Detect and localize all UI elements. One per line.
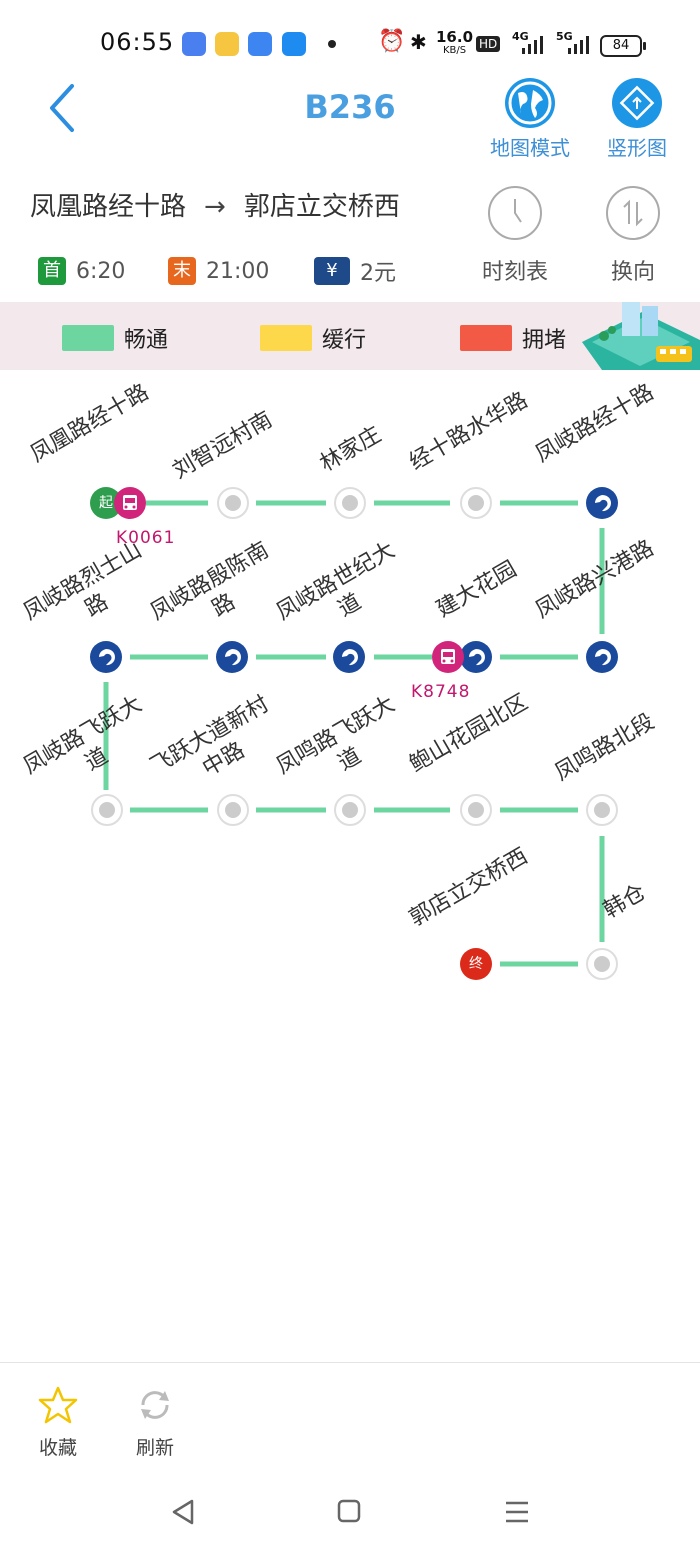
- nav-back-icon[interactable]: [170, 1498, 196, 1526]
- first-bus-time: 首 6:20: [38, 254, 125, 288]
- refresh-icon: [141, 1391, 169, 1419]
- star-icon: [38, 1386, 78, 1424]
- legend-smooth: 畅通: [62, 322, 168, 354]
- nav-home-icon[interactable]: [337, 1499, 361, 1523]
- battery-indicator: 84: [600, 35, 646, 57]
- route-lines: [103, 500, 605, 967]
- signal-bars-icon: [522, 36, 543, 54]
- reverse-direction-button[interactable]: 换向: [588, 186, 678, 286]
- clock-icon: [488, 186, 542, 240]
- legend-smooth-label: 畅通: [124, 328, 169, 353]
- legend-slow-label: 缓行: [322, 328, 367, 353]
- app-notification-icon: [282, 32, 306, 56]
- net-speed-unit: KB/S: [442, 45, 467, 56]
- legend-congested-label: 拥堵: [522, 328, 567, 353]
- ticket-icon: ¥: [314, 257, 350, 285]
- refresh-button[interactable]: 刷新: [115, 1385, 195, 1460]
- nav-menu-icon[interactable]: [504, 1500, 530, 1524]
- legend-slow: 缓行: [260, 322, 366, 354]
- more-notifications-icon: [328, 40, 336, 48]
- net-speed-value: 16.0: [436, 28, 474, 46]
- hd-icon: HD: [476, 36, 501, 52]
- last-bus-value: 21:00: [206, 258, 270, 284]
- bus-plate: K0061: [116, 528, 176, 548]
- vertical-map-label: 竖形图: [607, 136, 667, 160]
- last-bus-badge: 末: [168, 257, 196, 285]
- first-bus-value: 6:20: [76, 258, 126, 284]
- app-notification-icon: [248, 32, 272, 56]
- favorite-label: 收藏: [38, 1437, 77, 1459]
- stop-marker[interactable]: [460, 487, 492, 519]
- route-destination: 郭店立交桥西: [243, 192, 400, 222]
- swap-icon: [606, 186, 660, 240]
- refresh-label: 刷新: [135, 1437, 174, 1459]
- stop-marker[interactable]: [91, 794, 123, 826]
- route-map: 起 终 K0061 K8748 凤凰路经十路 刘智远村南 林家庄 经十路水华路 …: [0, 370, 700, 1070]
- status-time: 06:55: [100, 28, 175, 56]
- signal-icon: 4G: [512, 30, 529, 43]
- stop-marker[interactable]: [217, 487, 249, 519]
- metro-stop-marker[interactable]: [586, 641, 618, 673]
- timetable-label: 时刻表: [481, 260, 548, 285]
- reverse-label: 换向: [610, 260, 655, 285]
- bottom-action-bar: 收藏 刷新: [0, 1362, 700, 1483]
- route-title: B236: [304, 88, 396, 126]
- status-bar: 06:55 ⏰ ✱ 16.0 KB/S HD 4G 5G 84: [0, 0, 700, 80]
- direction-sign-icon: [612, 78, 662, 128]
- alarm-icon: ⏰: [378, 29, 406, 54]
- last-bus-time: 末 21:00: [168, 254, 269, 288]
- system-navigation-bar: [0, 1482, 700, 1556]
- metro-stop-marker[interactable]: [460, 641, 492, 673]
- weibo-icon: [215, 32, 239, 56]
- stop-marker[interactable]: [334, 794, 366, 826]
- route-direction: 凤凰路经十路 → 郭店立交桥西: [30, 186, 400, 223]
- bluetooth-icon: ✱: [410, 30, 427, 54]
- globe-icon: [505, 78, 555, 128]
- metro-stop-marker[interactable]: [333, 641, 365, 673]
- traffic-legend: 畅通 缓行 拥堵: [0, 302, 700, 370]
- stop-marker[interactable]: [460, 794, 492, 826]
- stop-marker[interactable]: [217, 794, 249, 826]
- bus-icon[interactable]: [114, 487, 146, 519]
- vertical-map-button[interactable]: 竖形图: [592, 78, 682, 161]
- legend-swatch: [460, 325, 512, 351]
- stop-marker[interactable]: [334, 487, 366, 519]
- stop-marker[interactable]: [586, 948, 618, 980]
- fare-info: ¥ 2元: [314, 254, 396, 288]
- metro-stop-marker[interactable]: [216, 641, 248, 673]
- map-mode-label: 地图模式: [490, 136, 570, 160]
- city-illustration: [582, 302, 700, 370]
- route-origin: 凤凰路经十路: [30, 192, 187, 222]
- metro-stop-marker[interactable]: [90, 641, 122, 673]
- signal-bars-icon: [568, 36, 589, 54]
- first-bus-badge: 首: [38, 257, 66, 285]
- app-notification-icon: [182, 32, 206, 56]
- legend-congested: 拥堵: [460, 322, 566, 354]
- bus-icon[interactable]: [432, 641, 464, 673]
- bus-plate: K8748: [411, 682, 471, 702]
- net-speed: 16.0 KB/S: [436, 30, 473, 58]
- legend-swatch: [62, 325, 114, 351]
- legend-swatch: [260, 325, 312, 351]
- signal-icon: 5G: [556, 30, 573, 43]
- metro-stop-marker[interactable]: [586, 487, 618, 519]
- arrow-right-icon: →: [204, 192, 226, 222]
- stop-marker[interactable]: [586, 794, 618, 826]
- back-button[interactable]: [44, 82, 84, 134]
- favorite-button[interactable]: 收藏: [18, 1385, 98, 1460]
- end-stop-marker[interactable]: 终: [460, 948, 492, 980]
- fare-value: 2元: [360, 261, 396, 286]
- timetable-button[interactable]: 时刻表: [470, 186, 560, 286]
- map-mode-button[interactable]: 地图模式: [485, 78, 575, 161]
